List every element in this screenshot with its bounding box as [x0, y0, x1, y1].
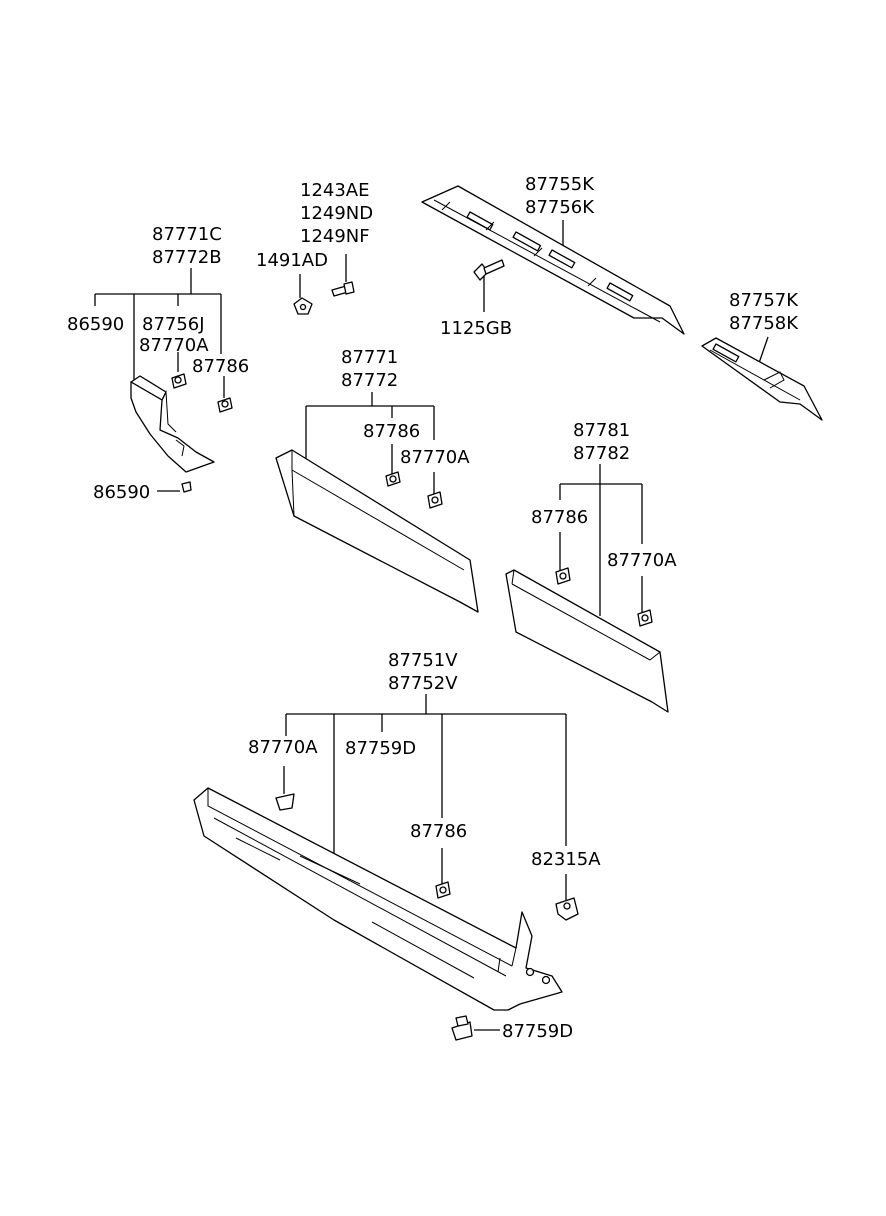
- label-1249nd: 1249ND: [300, 203, 374, 224]
- nut-1491ad: [293, 297, 313, 315]
- label-87756j: 87756J: [142, 314, 205, 335]
- clip-87770a-4: [275, 793, 295, 811]
- label-87758k: 87758K: [729, 313, 799, 334]
- label-87759d-clip: 87759D: [502, 1021, 574, 1042]
- label-87782: 87782: [573, 443, 631, 464]
- label-87770a: 87770A: [139, 335, 209, 356]
- label-87772b: 87772B: [152, 247, 222, 268]
- leader-group-87751v: [283, 694, 567, 1031]
- short-rail-part: [701, 337, 823, 421]
- label-87752v: 87752V: [388, 673, 458, 694]
- label-87770a-rear: 87770A: [607, 550, 677, 571]
- grommet-82315a: [555, 897, 579, 921]
- corner-trim-part: [130, 375, 215, 473]
- screw-86590: [181, 481, 192, 493]
- bolt-1243ae: [331, 281, 355, 297]
- label-1491ad: 1491AD: [256, 250, 328, 271]
- clip-87770a-3: [637, 609, 653, 627]
- clip-87786-1: [217, 397, 233, 413]
- leader-group-1243ae: [299, 254, 347, 298]
- bolt-1125gb: [473, 259, 505, 281]
- label-1249nf: 1249NF: [300, 226, 370, 247]
- label-87751v: 87751V: [388, 650, 458, 671]
- label-86590: 86590: [67, 314, 125, 335]
- side-sill-part: [193, 787, 563, 1011]
- leader-group-87771c: [94, 268, 225, 492]
- clip-87770a-1: [171, 373, 187, 389]
- clip-87759d: [451, 1015, 473, 1041]
- label-87755k: 87755K: [525, 174, 595, 195]
- label-87770a-front: 87770A: [400, 447, 470, 468]
- label-87770a-sill: 87770A: [248, 737, 318, 758]
- label-87756k: 87756K: [525, 197, 595, 218]
- label-87786: 87786: [192, 356, 250, 377]
- label-87781: 87781: [573, 420, 631, 441]
- upper-rail-part: [421, 185, 685, 335]
- label-87786-sill: 87786: [410, 821, 468, 842]
- label-87759d-sill: 87759D: [345, 738, 417, 759]
- label-87771: 87771: [341, 347, 399, 368]
- label-87786-rear: 87786: [531, 507, 589, 528]
- label-1243ae: 1243AE: [300, 180, 370, 201]
- label-87771c: 87771C: [152, 224, 222, 245]
- label-87772: 87772: [341, 370, 399, 391]
- label-87786-front: 87786: [363, 421, 421, 442]
- label-86590-screw: 86590: [93, 482, 151, 503]
- clip-87786-3: [555, 567, 571, 585]
- label-1125gb: 1125GB: [440, 318, 513, 339]
- clip-87770a-2: [427, 491, 443, 509]
- clip-87786-4: [435, 881, 451, 899]
- rear-door-molding-part: [505, 569, 669, 713]
- front-door-molding-part: [275, 449, 479, 613]
- label-82315a: 82315A: [531, 849, 601, 870]
- leader-group-87771: [305, 392, 435, 494]
- clip-87786-2: [385, 471, 401, 487]
- leader-group-87781: [559, 464, 643, 616]
- label-87757k: 87757K: [729, 290, 799, 311]
